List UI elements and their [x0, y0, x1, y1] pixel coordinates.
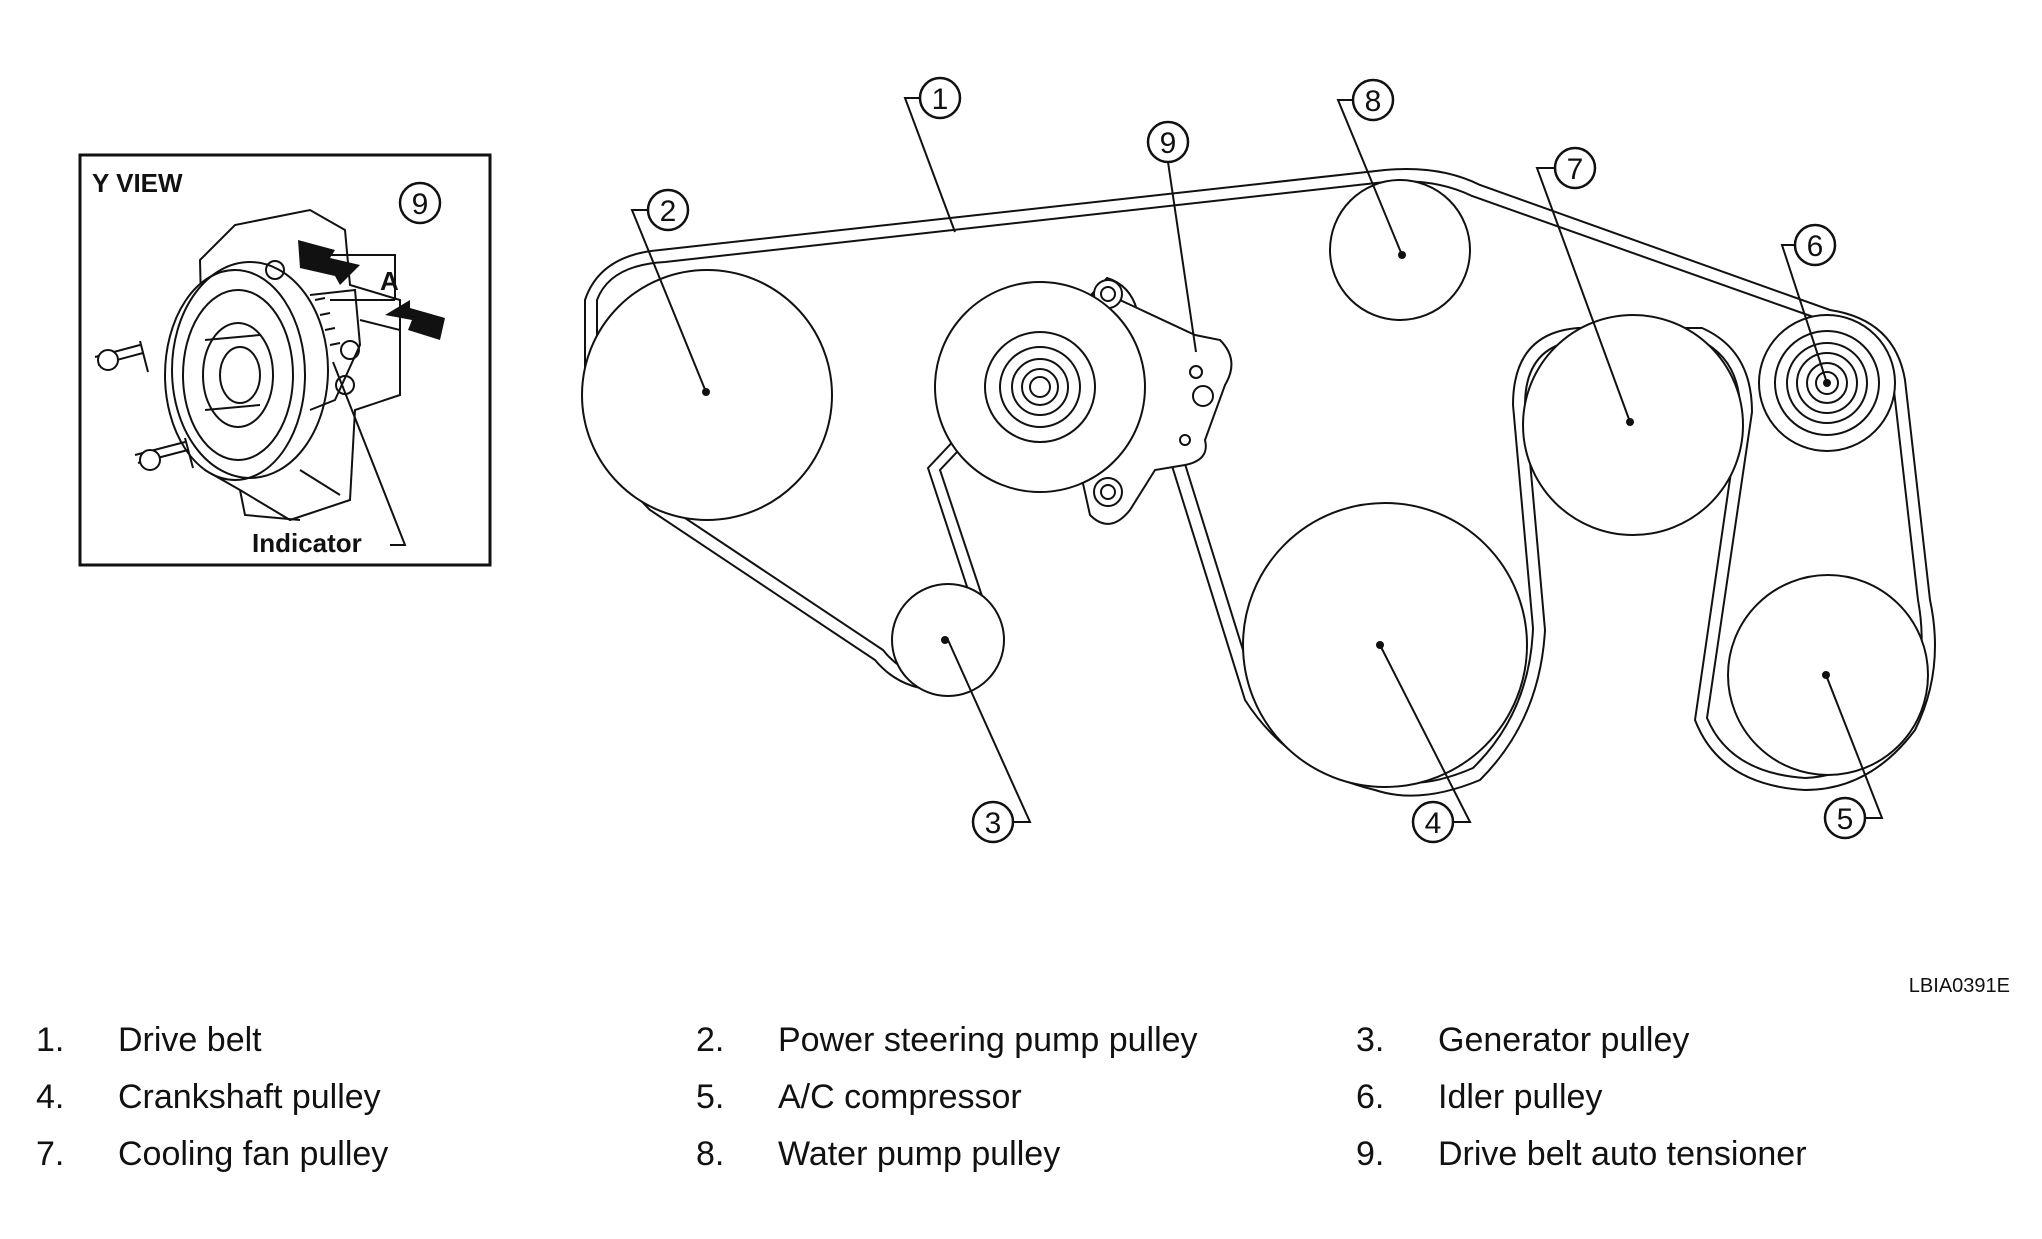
legend-row: 7. Cooling fan pulley 8. Water pump pull…: [36, 1126, 2016, 1183]
legend-item: 7. Cooling fan pulley: [36, 1135, 696, 1174]
svg-text:8: 8: [1365, 85, 1382, 118]
legend-item: 1. Drive belt: [36, 1021, 696, 1060]
callout-3: 3: [971, 800, 1015, 844]
legend-label: Water pump pulley: [778, 1135, 1061, 1173]
legend-number: 9.: [1356, 1135, 1385, 1173]
callout-9: 9: [1146, 120, 1190, 164]
legend-item: 4. Crankshaft pulley: [36, 1078, 696, 1117]
tensioner-illustration: [94, 208, 401, 522]
legend-item: 3. Generator pulley: [1356, 1021, 2016, 1060]
callout-4: 4: [1411, 800, 1455, 844]
legend-label: Crankshaft pulley: [118, 1078, 381, 1116]
inset-callout-number: 9: [412, 188, 429, 221]
svg-text:9: 9: [1160, 127, 1177, 160]
svg-text:2: 2: [660, 195, 677, 228]
indicator-leader: [332, 361, 407, 546]
legend-item: 2. Power steering pump pulley: [696, 1021, 1356, 1060]
legend-row: 4. Crankshaft pulley 5. A/C compressor 6…: [36, 1069, 2016, 1126]
legend-item: 8. Water pump pulley: [696, 1135, 1356, 1174]
legend-label: Idler pulley: [1438, 1078, 1603, 1116]
callout-2: 2: [646, 188, 690, 232]
cooling-fan-pulley: [1522, 314, 1744, 536]
legend-number: 7.: [36, 1135, 65, 1173]
legend-label: Generator pulley: [1438, 1021, 1690, 1059]
legend-label: Drive belt: [118, 1021, 262, 1059]
legend-number: 3.: [1356, 1021, 1385, 1059]
indicator-label: Indicator: [252, 528, 362, 558]
callout-5: 5: [1823, 796, 1867, 840]
svg-text:7: 7: [1567, 153, 1584, 186]
legend-number: 8.: [696, 1135, 725, 1173]
legend-label: Drive belt auto tensioner: [1438, 1135, 1807, 1173]
legend-label: A/C compressor: [778, 1078, 1022, 1116]
inset-title: Y VIEW: [92, 168, 183, 198]
inset-callout-9: 9: [398, 181, 442, 225]
legend-number: 5.: [696, 1078, 725, 1116]
arrow-icon: [298, 240, 360, 285]
y-view-inset: Y VIEW 9: [78, 153, 492, 567]
legend-number: 2.: [696, 1021, 725, 1059]
crankshaft-pulley: [1242, 502, 1528, 788]
auto-tensioner: [934, 279, 1233, 525]
callout-6: 6: [1793, 223, 1837, 267]
legend-number: 4.: [36, 1078, 65, 1116]
figure-code: LBIA0391E: [1909, 975, 2010, 997]
legend-item: 5. A/C compressor: [696, 1078, 1356, 1117]
inset-marker-a: A: [380, 266, 399, 296]
svg-text:5: 5: [1837, 803, 1854, 836]
svg-text:3: 3: [985, 807, 1002, 840]
callout-1: 1: [918, 76, 962, 120]
callout-8: 8: [1351, 78, 1395, 122]
svg-text:6: 6: [1807, 230, 1824, 263]
callout-7: 7: [1553, 146, 1597, 190]
arrow-icon: [385, 300, 445, 340]
legend-label: Cooling fan pulley: [118, 1135, 389, 1173]
legend-label: Power steering pump pulley: [778, 1021, 1198, 1059]
svg-text:4: 4: [1425, 807, 1442, 840]
legend-item: 6. Idler pulley: [1356, 1078, 2016, 1117]
parts-legend: 1. Drive belt 2. Power steering pump pul…: [36, 1012, 2016, 1183]
legend-number: 6.: [1356, 1078, 1385, 1116]
legend-row: 1. Drive belt 2. Power steering pump pul…: [36, 1012, 2016, 1069]
pulleys: [581, 179, 1929, 788]
legend-item: 9. Drive belt auto tensioner: [1356, 1135, 2016, 1174]
legend-number: 1.: [36, 1021, 65, 1059]
svg-text:1: 1: [932, 83, 949, 116]
